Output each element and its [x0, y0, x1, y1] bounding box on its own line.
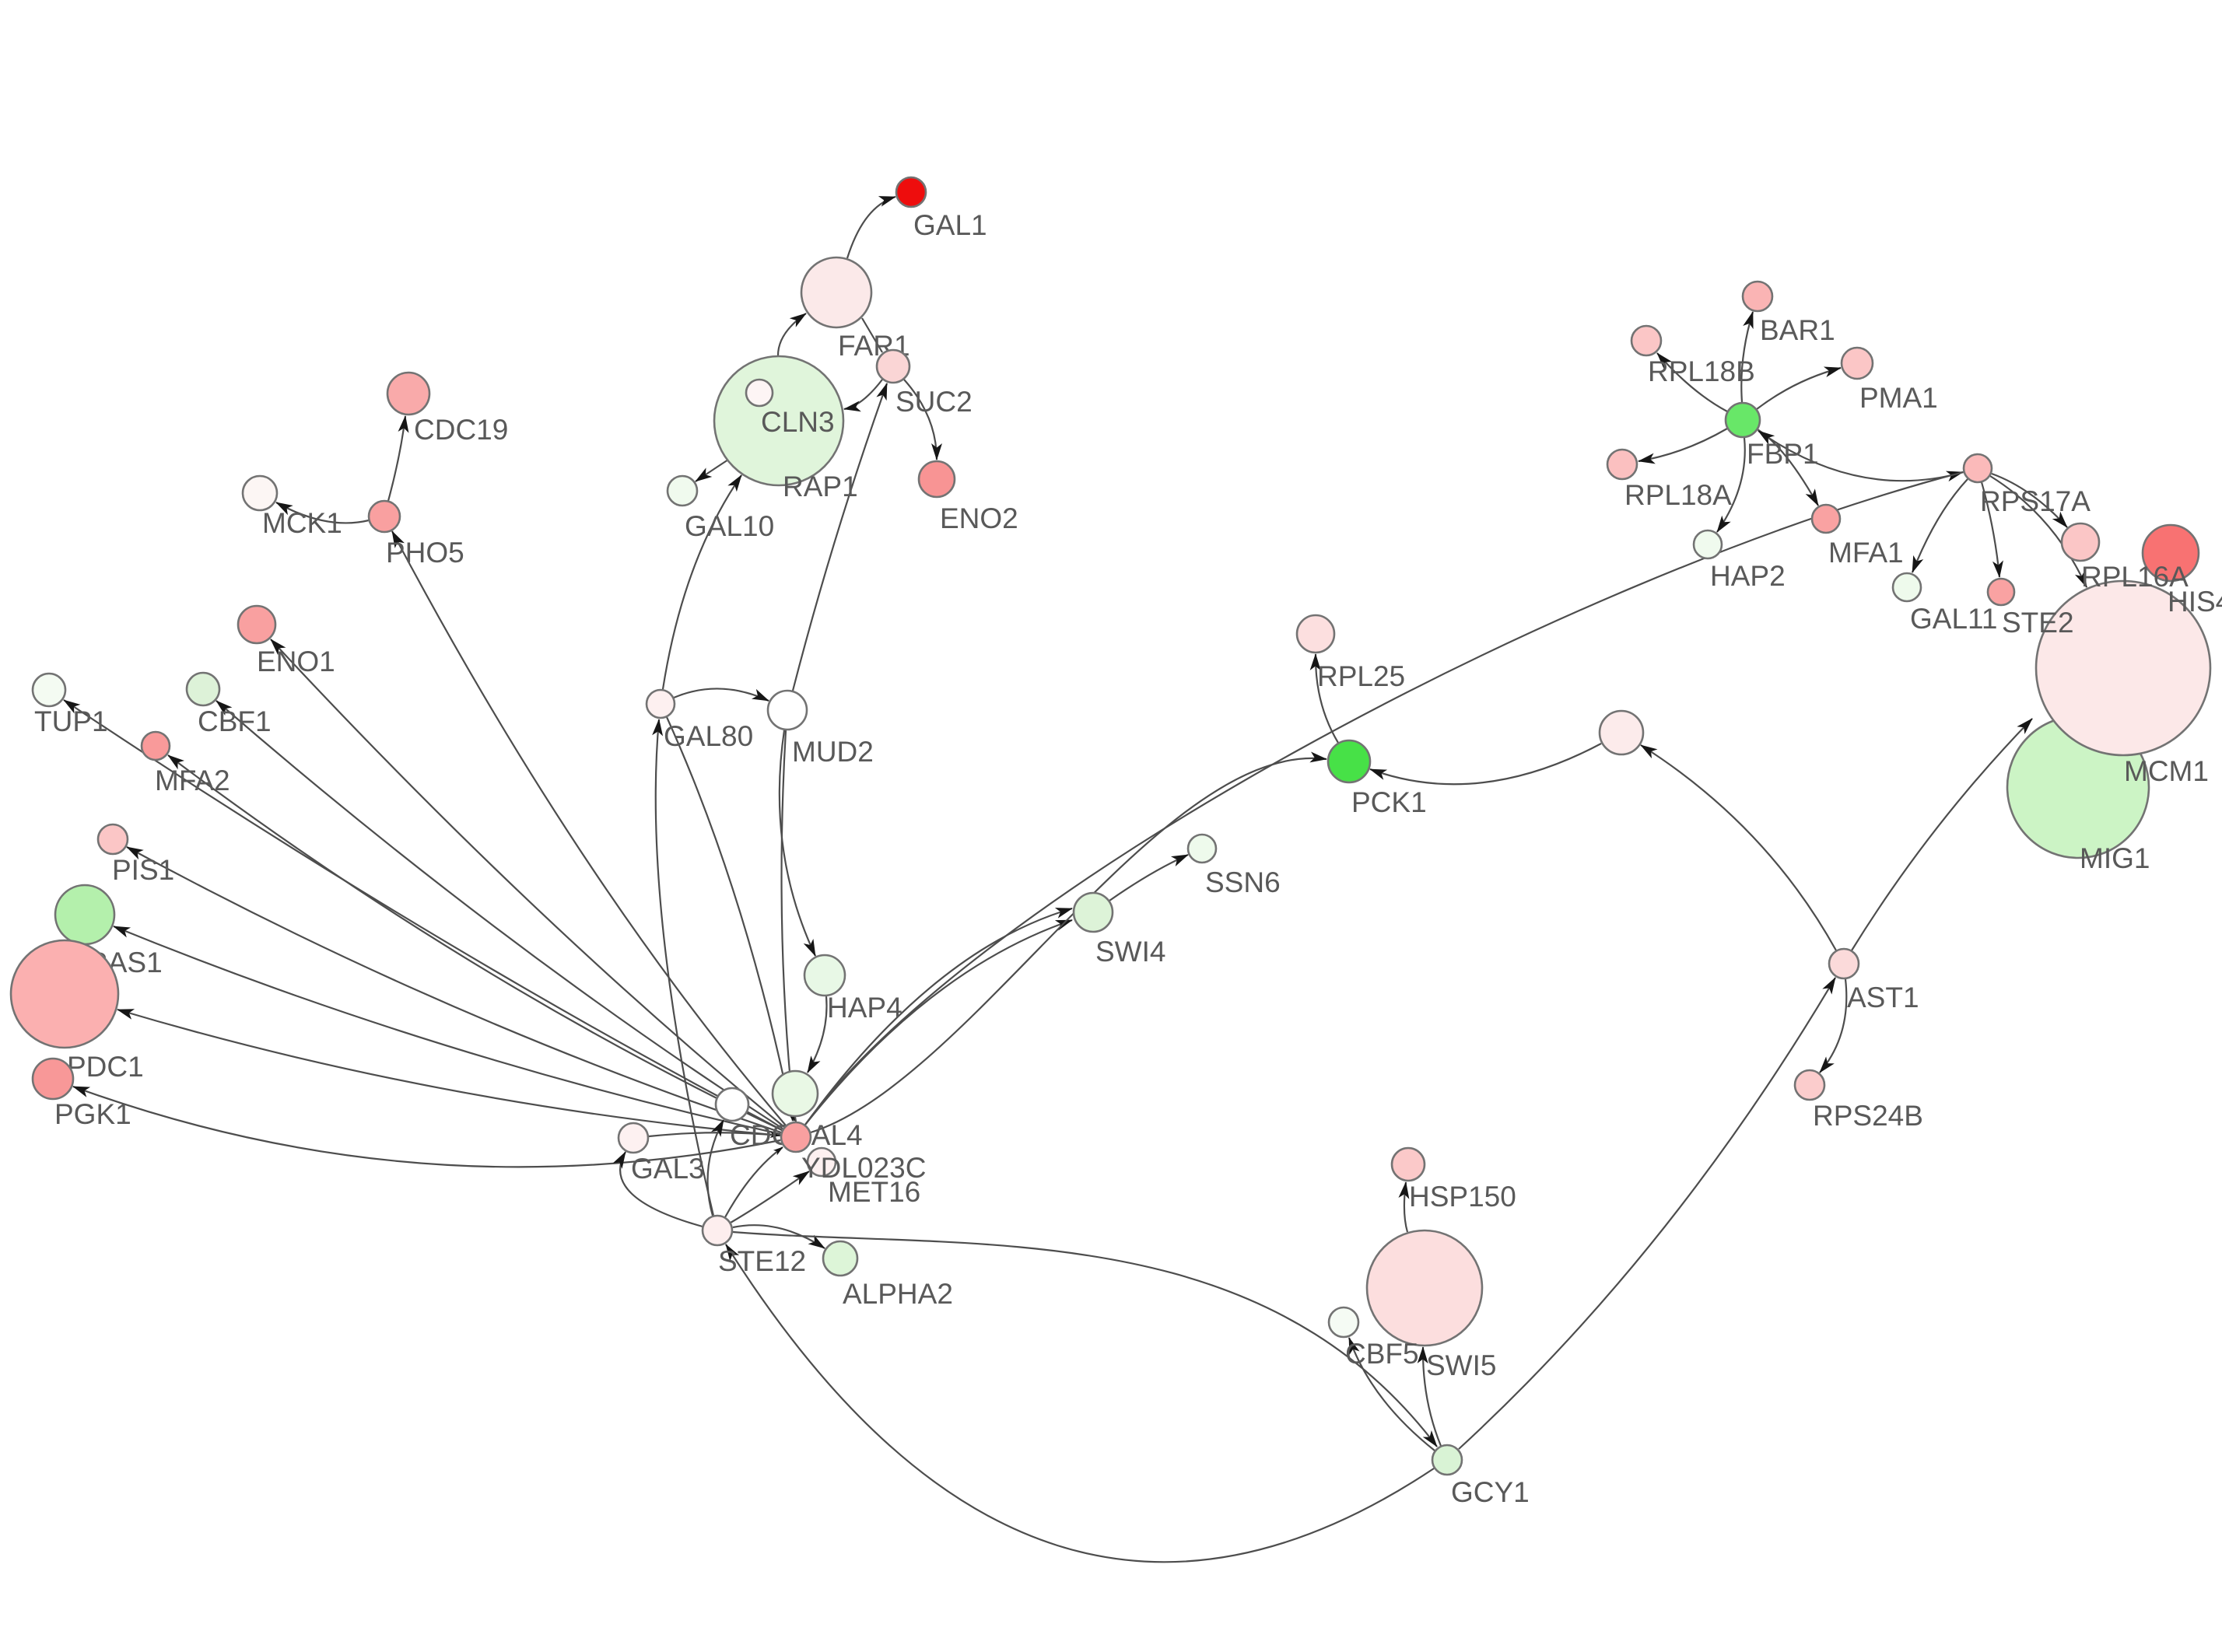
svg-text:ENO1: ENO1 [257, 646, 335, 677]
svg-text:RPL18A: RPL18A [1624, 479, 1732, 511]
svg-text:MUD2: MUD2 [792, 736, 874, 768]
svg-text:PIS1: PIS1 [112, 854, 174, 886]
svg-text:TUP1: TUP1 [34, 705, 108, 737]
svg-text:CBF1: CBF1 [198, 705, 272, 737]
svg-text:GAL80: GAL80 [664, 720, 753, 752]
svg-text:SSN6: SSN6 [1205, 866, 1281, 898]
svg-text:MET16: MET16 [828, 1176, 920, 1208]
svg-text:HIS4: HIS4 [2168, 586, 2222, 618]
svg-text:GAL10: GAL10 [685, 510, 774, 542]
svg-text:FBP1: FBP1 [1747, 438, 1819, 470]
svg-text:CBF5: CBF5 [1345, 1338, 1419, 1370]
svg-text:PCK1: PCK1 [1351, 786, 1427, 818]
svg-text:RPS17A: RPS17A [1980, 485, 2091, 517]
svg-text:HAP4: HAP4 [827, 992, 902, 1024]
svg-text:PDC1: PDC1 [67, 1051, 144, 1083]
svg-text:ALPHA2: ALPHA2 [843, 1278, 953, 1310]
svg-text:AST1: AST1 [1847, 982, 1919, 1013]
svg-text:YDL023C: YDL023C [801, 1152, 926, 1184]
svg-text:MFA1: MFA1 [1828, 537, 1904, 569]
svg-text:ENO2: ENO2 [940, 502, 1018, 534]
svg-text:GAL11: GAL11 [1910, 603, 1997, 635]
svg-text:RAP1: RAP1 [783, 471, 858, 502]
svg-text:PHO5: PHO5 [386, 537, 464, 569]
svg-text:MCK1: MCK1 [262, 507, 342, 539]
svg-text:HSP150: HSP150 [1409, 1181, 1516, 1213]
svg-text:RPL16A: RPL16A [2081, 561, 2189, 593]
svg-text:RPS24B: RPS24B [1813, 1100, 1923, 1132]
svg-text:STE12: STE12 [718, 1245, 806, 1277]
svg-text:RPL18B: RPL18B [1648, 355, 1755, 387]
svg-text:MCM1: MCM1 [2124, 755, 2209, 787]
svg-text:STE2: STE2 [2002, 607, 2074, 639]
svg-text:PMA1: PMA1 [1859, 382, 1938, 414]
svg-text:CLN3: CLN3 [761, 406, 835, 438]
svg-text:MFA2: MFA2 [155, 765, 230, 796]
svg-text:BAR1: BAR1 [1760, 314, 1835, 346]
svg-text:RPL25: RPL25 [1317, 660, 1405, 692]
svg-text:GCY1: GCY1 [1451, 1476, 1530, 1508]
svg-text:CDC19: CDC19 [414, 414, 508, 446]
svg-text:SWI5: SWI5 [1426, 1349, 1496, 1381]
svg-text:PGK1: PGK1 [54, 1098, 131, 1130]
svg-text:GAL1: GAL1 [913, 209, 987, 241]
svg-text:SUC2: SUC2 [895, 386, 973, 418]
svg-text:GAL3: GAL3 [631, 1153, 705, 1185]
svg-text:SWI4: SWI4 [1095, 936, 1165, 968]
svg-text:HAP2: HAP2 [1710, 560, 1786, 592]
svg-text:MIG1: MIG1 [2080, 842, 2150, 874]
